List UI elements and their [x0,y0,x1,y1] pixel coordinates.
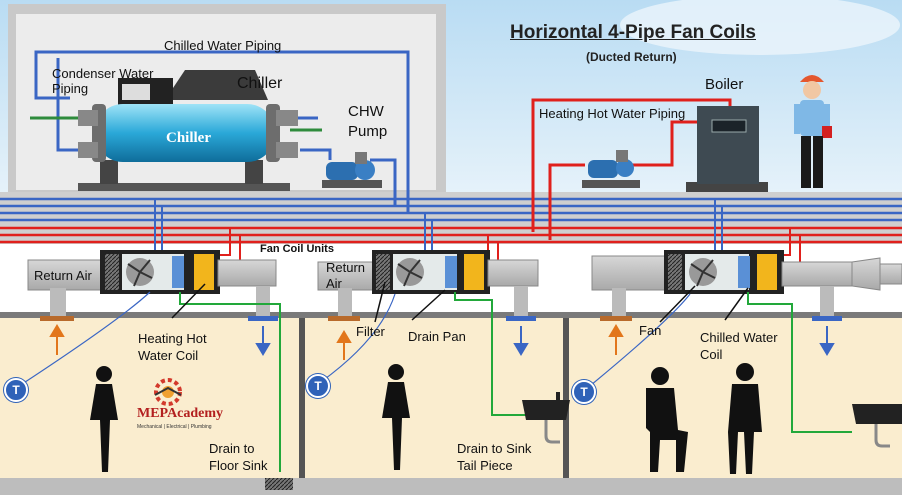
condensate-drains [179,292,852,472]
label-chw-pump: CHW Pump [348,103,388,140]
occupant-silhouettes [90,363,762,474]
sink-1 [522,392,570,444]
mep-academy-logo-icon [154,378,182,406]
label-condenser-water-piping: Condenser Water Piping [52,66,154,96]
label-drain-sink-tail: Drain to Sink Tail Piece [457,441,532,473]
thermostat-icon: T [572,380,596,404]
label-chiller-body: Chiller [166,130,211,146]
label-drain-floor-sink: Drain to Floor Sink [209,441,268,473]
boiler-unit [686,106,768,192]
man-seated [646,367,688,472]
logo-name: MEPAcademy [137,406,224,421]
hot-water-loop [531,98,732,240]
label-drain-pan: Drain Pan [408,329,466,344]
callout-lines [171,281,749,323]
floor-sink [265,478,293,490]
fcu-2 [317,250,539,321]
label-fan: Fan [639,323,662,338]
piping-mains [0,197,902,244]
label-boiler: Boiler [705,76,744,93]
label-return-air-1: Return Air [34,268,92,283]
fcu-1 [27,250,278,321]
diagram-title: Horizontal 4-Pipe Fan Coils [510,22,756,43]
sink-2 [852,404,902,448]
label-chiller: Chiller [237,75,283,92]
label-chilled-water-piping: Chilled Water Piping [164,38,282,53]
man-standing [728,363,762,474]
label-fan-coil-units: Fan Coil Units [260,243,334,255]
airflow-arrows [49,324,835,360]
woman-1 [90,366,118,472]
label-return-air-2: Return Air [326,260,366,291]
thermostat-wires [15,291,691,391]
diagram-subtitle: (Ducted Return) [586,50,677,64]
woman-2 [382,364,410,470]
hhw-pump [582,150,640,188]
label-chilled-water-coil: Chilled Water Coil [700,330,778,362]
label-heating-hot-water-coil: Heating Hot Water Coil [138,331,207,363]
thermostat-icon: T [4,378,28,402]
logo-tagline: Mechanical | Electrical | Plumbing [137,424,212,430]
chiller-unit [78,70,298,191]
fcu-3 [591,250,902,321]
chw-pump [322,152,382,188]
engineer-figure [794,75,832,188]
label-filter: Filter [356,324,385,339]
thermostat-icon: T [306,374,330,398]
label-heating-hot-water-piping: Heating Hot Water Piping [539,106,686,121]
